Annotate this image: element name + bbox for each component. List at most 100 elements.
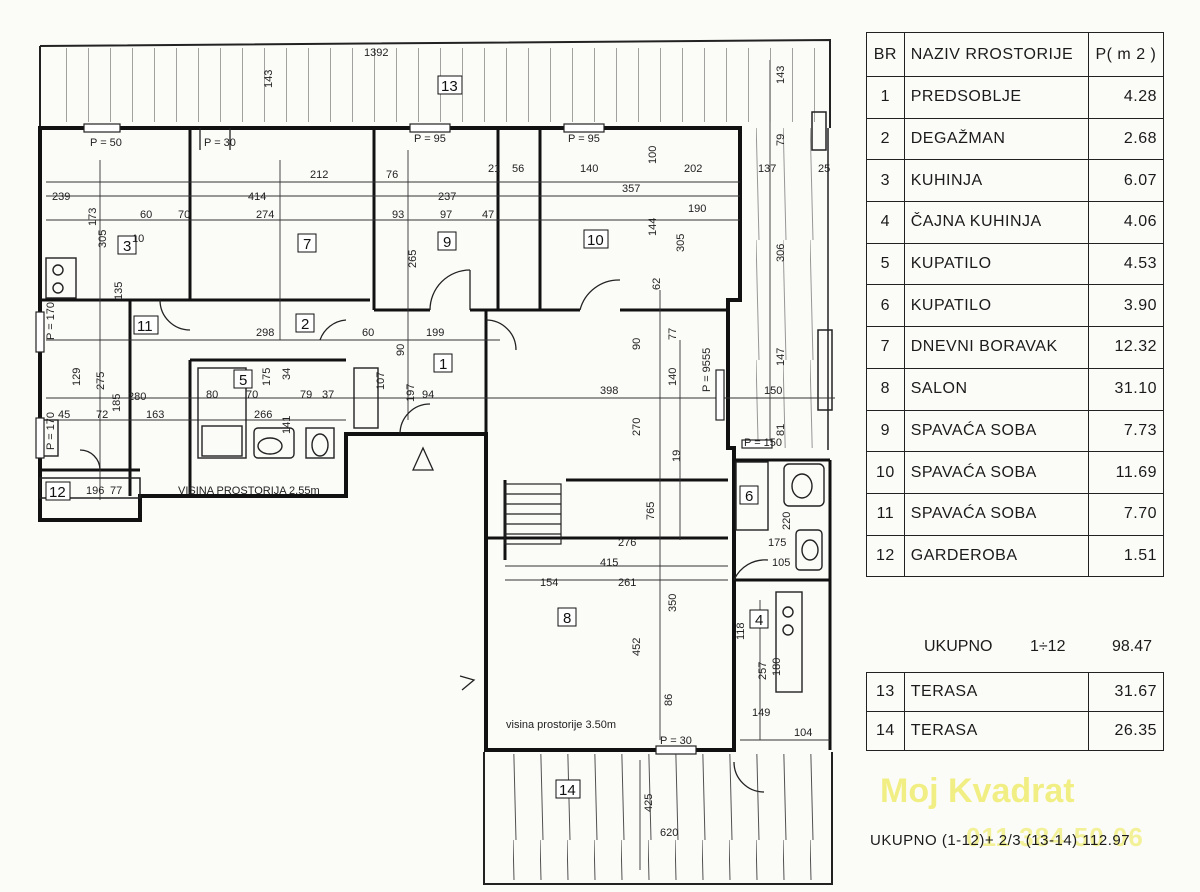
room-name: KUPATILO <box>903 284 1090 328</box>
dimension-label: 175 <box>768 537 786 549</box>
dimension-label: 257 <box>757 662 769 680</box>
room-tag-9: 9 <box>443 234 451 251</box>
dimension-label: 357 <box>622 183 640 195</box>
dimension-label: 86 <box>663 694 675 706</box>
header-name: NAZIV RROSTORIJE <box>903 32 1090 77</box>
dimension-label: 239 <box>52 191 70 203</box>
dimension-label: 137 <box>758 163 776 175</box>
room-tag-14: 14 <box>559 782 576 799</box>
dimension-label: 97 <box>440 209 452 221</box>
dimension-label: 276 <box>618 537 636 549</box>
room-area: 4.53 <box>1088 242 1164 286</box>
dimension-label: 266 <box>254 409 272 421</box>
room-tag-5: 5 <box>239 372 247 389</box>
window-label: P = 30 <box>204 137 236 149</box>
room-area: 6.07 <box>1088 159 1164 203</box>
total-label: UKUPNO <box>924 638 993 655</box>
ceiling-height-right: visina prostorije 3.50m <box>506 719 616 731</box>
dimension-label: 298 <box>256 327 274 339</box>
dimension-label: 274 <box>256 209 274 221</box>
room-area: 3.90 <box>1088 284 1164 328</box>
room-tag-6: 6 <box>745 488 753 505</box>
dimension-label: 147 <box>775 348 787 366</box>
dimension-lines <box>46 60 835 870</box>
room-no: 7 <box>866 326 905 369</box>
room-table-header: BR NAZIV RROSTORIJE P( m 2 ) <box>866 32 1164 77</box>
room-name: PREDSOBLJE <box>903 76 1090 119</box>
dimension-label: 107 <box>375 372 387 390</box>
dimension-label: 70 <box>246 389 258 401</box>
terrace-no: 13 <box>866 672 905 712</box>
dimension-label: 47 <box>482 209 494 221</box>
dimension-label: 185 <box>111 394 123 412</box>
room-no: 6 <box>866 284 905 328</box>
room-tag-12: 12 <box>49 484 66 501</box>
dimension-label: 197 <box>405 384 417 402</box>
room-tag-8: 8 <box>563 610 571 627</box>
window-label: P = 95 <box>701 360 713 392</box>
stairs <box>504 483 562 545</box>
dimension-label: 270 <box>631 418 643 436</box>
dimension-label: 398 <box>600 385 618 397</box>
dimension-label: 765 <box>645 502 657 520</box>
dimension-label: 10 <box>132 233 144 245</box>
dimension-label: 135 <box>113 282 125 300</box>
dimension-label: 90 <box>395 344 407 356</box>
dimension-numbers: 1392 143 143 306 79 137 25 147 150 81 23… <box>52 47 830 839</box>
room-name: SPAVAĆA SOBA <box>903 451 1090 494</box>
room-area: 1.51 <box>1088 534 1164 578</box>
dimension-label: 143 <box>263 70 275 88</box>
dimension-label: 196 <box>86 485 104 497</box>
room-area: 11.69 <box>1088 451 1164 494</box>
room-tags: 13 1 2 3 4 5 6 7 8 9 10 11 12 14 <box>45 75 769 799</box>
dimension-label: 350 <box>667 594 679 612</box>
dimension-label: 77 <box>110 485 122 497</box>
room-name: ČAJNA KUHINJA <box>903 201 1090 244</box>
header-no: BR <box>866 32 905 77</box>
room-tag-1: 1 <box>439 356 447 373</box>
room-tag-13: 13 <box>441 78 458 95</box>
dimension-label: 105 <box>772 557 790 569</box>
entrance-arrow-icon <box>411 446 476 691</box>
dimension-label: 265 <box>407 250 419 268</box>
window-label: P = 170 <box>45 412 57 450</box>
dimension-label: 70 <box>178 209 190 221</box>
dimension-label: 56 <box>512 163 524 175</box>
dimension-label: 415 <box>600 557 618 569</box>
total-area: 98.47 <box>1112 638 1153 655</box>
room-area: 7.73 <box>1088 409 1164 453</box>
terrace-no: 14 <box>866 711 905 751</box>
dimension-label: 140 <box>667 368 679 386</box>
dimension-label: 60 <box>140 209 152 221</box>
window-label: P = 30 <box>660 735 692 747</box>
total-row: UKUPNO 1÷12 98.47 <box>866 628 1164 664</box>
dimension-label: 72 <box>96 409 108 421</box>
room-no: 9 <box>866 409 905 453</box>
room-name: SPAVAĆA SOBA <box>903 409 1090 453</box>
dimension-label: 76 <box>386 169 398 181</box>
dimension-label: 25 <box>818 163 830 175</box>
dimension-label: 237 <box>438 191 456 203</box>
dimension-label: 79 <box>775 134 787 146</box>
room-area: 4.28 <box>1088 76 1164 119</box>
dimension-label: 202 <box>684 163 702 175</box>
grand-total: UKUPNO (1-12)+ 2/3 (13-14) 112.97 <box>870 832 1131 849</box>
dimension-label: 45 <box>58 409 70 421</box>
dimension-label: 62 <box>651 278 663 290</box>
room-area: 4.06 <box>1088 201 1164 244</box>
dimension-label: 81 <box>775 424 787 436</box>
room-name: DEGAŽMAN <box>903 117 1090 161</box>
dimension-label: 154 <box>540 577 558 589</box>
dimension-label: 55 <box>701 348 713 360</box>
dimension-label: 19 <box>671 450 683 462</box>
